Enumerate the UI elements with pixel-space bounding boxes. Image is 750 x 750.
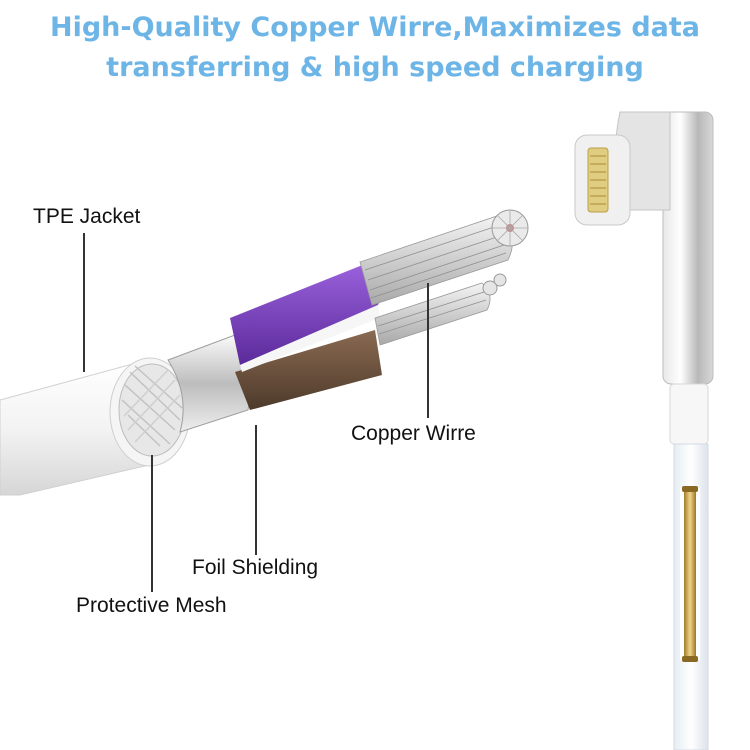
headline: High-Quality Copper Wirre,Maximizes data… bbox=[0, 8, 750, 88]
lightning-connector bbox=[574, 111, 714, 750]
label-copper-wire: Copper Wirre bbox=[351, 422, 476, 445]
label-protective-mesh: Protective Mesh bbox=[76, 594, 227, 617]
leader-lines bbox=[83, 233, 429, 592]
headline-line-1: High-Quality Copper Wirre,Maximizes data bbox=[49, 12, 701, 43]
headline-line-2: transferring & high speed charging bbox=[106, 52, 644, 83]
label-tpe-jacket: TPE Jacket bbox=[33, 205, 141, 228]
brown-wire bbox=[235, 330, 382, 410]
cable-cutaway bbox=[0, 209, 529, 496]
copper-wire-strands bbox=[359, 209, 529, 346]
purple-wire bbox=[230, 262, 383, 365]
connector-copper-core bbox=[684, 490, 696, 658]
label-foil-shielding: Foil Shielding bbox=[192, 556, 319, 579]
